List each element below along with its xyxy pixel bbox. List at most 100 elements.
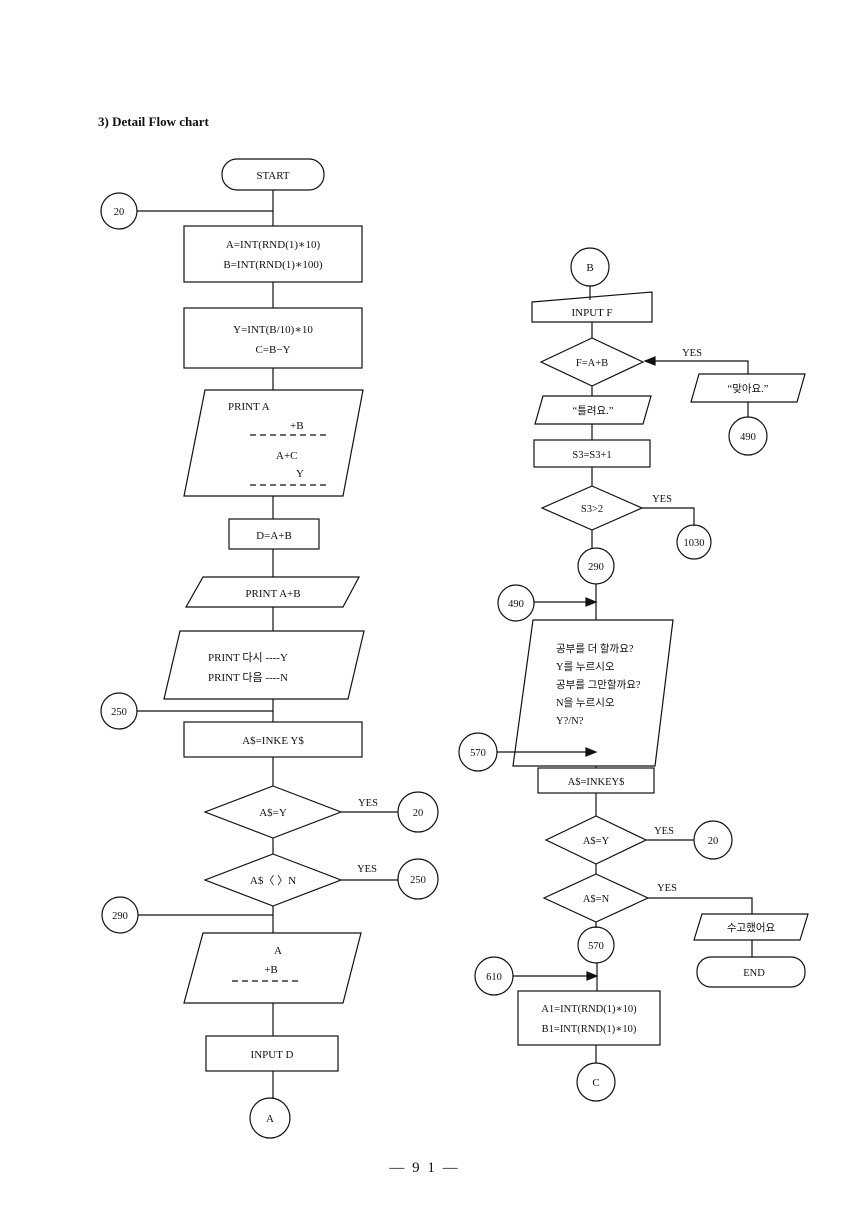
connector-1030: 1030 bbox=[676, 524, 712, 560]
process-line-1: A$=INKE Y$ bbox=[242, 735, 304, 747]
decision-label: F=A+B bbox=[576, 358, 608, 369]
page-number: — 9 1 — bbox=[389, 1160, 460, 1176]
output-goodbye: 수고했어요 bbox=[693, 913, 809, 941]
process-assign-ab: A=INT(RND(1)∗10) B=INT(RND(1)∗100) bbox=[183, 225, 363, 283]
output-line-4: N을 누르시오 bbox=[556, 697, 615, 709]
output-line-1: PRINT A+B bbox=[245, 588, 300, 600]
connector-label: 490 bbox=[508, 599, 524, 610]
output-line-2: Y를 누르시오 bbox=[556, 661, 615, 673]
output-line-1: 공부를 더 할까요? bbox=[556, 643, 634, 655]
output-line-2: +B bbox=[290, 420, 304, 432]
process-line-2: B1=INT(RND(1)∗10) bbox=[542, 1024, 637, 1035]
yes-label: YES bbox=[657, 883, 677, 894]
decision-right-y: A$=Y bbox=[544, 815, 648, 865]
connector-b: B bbox=[570, 247, 610, 287]
output-line-2: +B bbox=[264, 964, 278, 976]
output-print-menu: PRINT 다시 ----Y PRINT 다음 ----N bbox=[163, 630, 365, 700]
end-terminator: END bbox=[696, 956, 806, 988]
output-line-2: PRINT 다음 ----N bbox=[208, 671, 288, 684]
input-label: INPUT F bbox=[571, 307, 612, 319]
output-label: “맞아요.” bbox=[728, 383, 769, 395]
start-label: START bbox=[256, 170, 290, 182]
decision-answer-y: A$=Y bbox=[203, 785, 343, 839]
connector-label: B bbox=[586, 262, 593, 274]
page-title: 3) Detail Flow chart bbox=[98, 114, 209, 129]
yes-label: YES bbox=[652, 494, 672, 505]
output-wrong: “틀려요.” bbox=[534, 395, 652, 425]
decision-right-n: A$=N bbox=[542, 873, 650, 923]
connector-label: C bbox=[592, 1077, 599, 1089]
connector-label: 290 bbox=[112, 911, 128, 922]
connector-490-top: 490 bbox=[728, 416, 768, 456]
decision-label: A$=Y bbox=[259, 807, 287, 819]
yes-label: YES bbox=[682, 348, 702, 359]
connector-570: 570 bbox=[458, 732, 498, 772]
connector-label: 490 bbox=[740, 432, 756, 443]
decision-label: S3>2 bbox=[581, 504, 603, 515]
output-line-4: Y bbox=[296, 468, 304, 480]
input-d: INPUT D bbox=[205, 1035, 339, 1072]
decision-answer-not-n: A$〈 〉N bbox=[203, 853, 343, 907]
decision-check-answer: F=A+B bbox=[539, 337, 645, 387]
connector-label: 570 bbox=[470, 748, 486, 759]
connector-250-goto: 250 bbox=[397, 858, 439, 900]
connector-c: C bbox=[576, 1062, 616, 1102]
yes-label: YES bbox=[358, 798, 378, 809]
connector-label: 20 bbox=[114, 207, 125, 218]
connector-label: A bbox=[266, 1113, 274, 1125]
process-assign-a1b1: A1=INT(RND(1)∗10) B1=INT(RND(1)∗10) bbox=[517, 990, 661, 1046]
connector-label: 290 bbox=[588, 562, 604, 573]
connector-label: 1030 bbox=[684, 538, 705, 549]
connector-250-left: 250 bbox=[100, 692, 138, 730]
connector-570-bottom: 570 bbox=[577, 926, 615, 964]
process-count-s3: S3=S3+1 bbox=[533, 439, 651, 468]
input-label: INPUT D bbox=[251, 1049, 294, 1061]
process-label: A$=INKEY$ bbox=[568, 777, 625, 788]
yes-label: YES bbox=[654, 826, 674, 837]
output-line-1: A bbox=[274, 945, 282, 957]
connector-290-left: 290 bbox=[101, 896, 139, 934]
connector-290-right: 290 bbox=[577, 547, 615, 585]
output-line-3: A+C bbox=[276, 450, 297, 462]
decision-label: A$〈 〉N bbox=[250, 874, 296, 887]
process-line-2: C=B−Y bbox=[255, 344, 290, 356]
output-continue-prompt: 공부를 더 할까요? Y를 누르시오 공부를 그만할까요? N을 누르시오 Y?… bbox=[512, 619, 674, 767]
connector-20-right: 20 bbox=[693, 820, 733, 860]
start-terminator: START bbox=[221, 158, 325, 191]
connector-490: 490 bbox=[497, 584, 535, 622]
process-inkey-left: A$=INKE Y$ bbox=[183, 721, 363, 758]
output-line-1: PRINT 다시 ----Y bbox=[208, 651, 288, 664]
connector-20-goto: 20 bbox=[397, 791, 439, 833]
decision-label: A$=Y bbox=[583, 836, 610, 847]
process-assign-d: D=A+B bbox=[228, 518, 320, 550]
connector-label: 250 bbox=[410, 875, 426, 886]
output-line-3: 공부를 그만할까요? bbox=[556, 679, 641, 691]
process-assign-yc: Y=INT(B/10)∗10 C=B−Y bbox=[183, 307, 363, 369]
output-line-1: PRINT A bbox=[228, 401, 270, 413]
connector-610: 610 bbox=[474, 956, 514, 996]
process-line-2: B=INT(RND(1)∗100) bbox=[223, 259, 323, 271]
output-label: 수고했어요 bbox=[727, 922, 776, 934]
output-line-5: Y?/N? bbox=[556, 716, 584, 727]
output-label: “틀려요.” bbox=[573, 405, 614, 417]
connector-label: 570 bbox=[588, 941, 604, 952]
process-line-1: A1=INT(RND(1)∗10) bbox=[541, 1004, 637, 1015]
input-f: INPUT F bbox=[531, 291, 653, 323]
process-label: S3=S3+1 bbox=[572, 450, 611, 461]
process-line-1: A=INT(RND(1)∗10) bbox=[226, 239, 321, 251]
process-line-1: D=A+B bbox=[256, 530, 292, 542]
connector-a: A bbox=[249, 1097, 291, 1139]
process-inkey-right: A$=INKEY$ bbox=[537, 767, 655, 794]
connector-label: 20 bbox=[413, 808, 424, 819]
connector-label: 20 bbox=[708, 836, 719, 847]
output-print-problem: PRINT A +B A+C Y bbox=[183, 389, 364, 497]
process-line-1: Y=INT(B/10)∗10 bbox=[233, 324, 313, 336]
end-label: END bbox=[743, 968, 765, 979]
yes-label: YES bbox=[357, 864, 377, 875]
decision-s3: S3>2 bbox=[540, 485, 644, 531]
output-correct: “맞아요.” bbox=[690, 373, 806, 403]
output-print-sum: PRINT A+B bbox=[184, 576, 360, 608]
output-print-problem-2: A +B bbox=[183, 932, 362, 1004]
connector-20-left: 20 bbox=[100, 192, 138, 230]
